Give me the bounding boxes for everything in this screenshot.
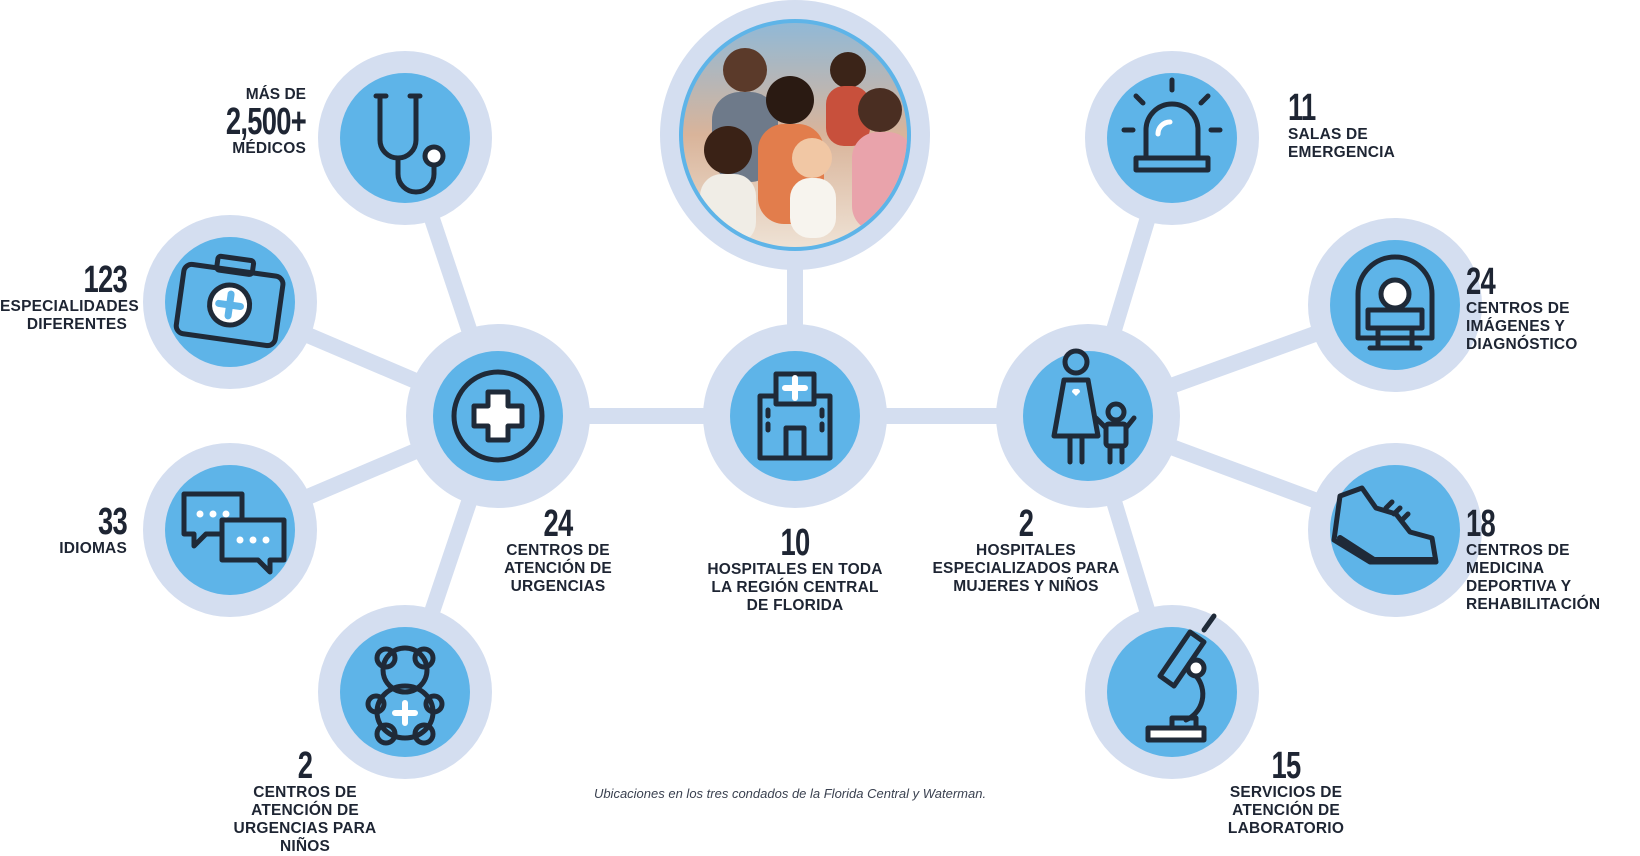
hospital-building-icon — [757, 371, 833, 461]
label-imagenes: 24 CENTROS DE IMÁGENES Y DIAGNÓSTICO — [1466, 261, 1616, 354]
footnote: Ubicaciones en los tres condados de la F… — [593, 786, 987, 801]
urgencias-ninos-text: CENTROS DE ATENCIÓN DE URGENCIAS PARA NI… — [233, 784, 377, 855]
label-laboratorio: 15 SERVICIOS DE ATENCIÓN DE LABORATORIO — [1206, 745, 1366, 838]
medicos-number: 2,500+ — [225, 101, 307, 143]
mujeres-ninos-text: HOSPITALES ESPECIALIZADOS PARA MUJERES Y… — [932, 542, 1120, 595]
label-urgencias-ninos: 2 CENTROS DE ATENCIÓN DE URGENCIAS PARA … — [230, 745, 380, 856]
mujeres-ninos-number: 2 — [1018, 503, 1034, 545]
imagenes-number: 24 — [1466, 261, 1496, 303]
label-hospitales: 10 HOSPITALES EN TODA LA REGIÓN CENTRAL … — [705, 522, 885, 615]
label-deportiva: 18 CENTROS DE MEDICINA DEPORTIVA Y REHAB… — [1466, 503, 1638, 614]
chat-bubbles-icon — [181, 491, 287, 575]
label-medicos: MÁS DE 2,500+ MÉDICOS — [140, 86, 307, 158]
stethoscope-icon — [373, 93, 446, 195]
medical-kit-icon — [173, 253, 286, 349]
siren-icon — [1121, 77, 1223, 173]
especialidades-text: ESPECIALIDADES DIFERENTES — [0, 298, 139, 333]
urgencias-ninos-number: 2 — [297, 745, 313, 787]
urgencias-number: 24 — [543, 503, 573, 545]
emergencia-number: 11 — [1288, 87, 1316, 129]
hospitales-number: 10 — [780, 522, 810, 564]
deportiva-number: 18 — [1466, 503, 1496, 545]
imagenes-text: CENTROS DE IMÁGENES Y DIAGNÓSTICO — [1466, 300, 1578, 353]
microscope-icon — [1145, 613, 1217, 743]
medical-cross-icon — [451, 369, 545, 463]
teddy-bear-icon — [365, 645, 445, 746]
deportiva-text: CENTROS DE MEDICINA DEPORTIVA Y REHABILI… — [1466, 542, 1601, 613]
laboratorio-number: 15 — [1271, 745, 1301, 787]
medicos-pre: MÁS DE — [245, 86, 306, 103]
idiomas-number: 33 — [97, 501, 128, 543]
idiomas-text: IDIOMAS — [59, 540, 127, 557]
label-idiomas: 33 IDIOMAS — [20, 501, 128, 558]
label-especialidades: 123 ESPECIALIDADES DIFERENTES — [0, 259, 139, 334]
label-urgencias: 24 CENTROS DE ATENCIÓN DE URGENCIAS — [478, 503, 638, 596]
mother-child-icon — [1051, 348, 1137, 465]
label-mujeres-ninos: 2 HOSPITALES ESPECIALIZADOS PARA MUJERES… — [928, 503, 1124, 596]
mri-scanner-icon — [1355, 254, 1435, 351]
label-emergencia: 11 SALAS DE EMERGENCIA — [1288, 87, 1418, 162]
medicos-text: MÉDICOS — [232, 140, 306, 157]
laboratorio-text: SERVICIOS DE ATENCIÓN DE LABORATORIO — [1227, 784, 1345, 837]
emergencia-text: SALAS DE EMERGENCIA — [1288, 126, 1396, 161]
sneaker-icon — [1331, 485, 1439, 565]
hospitales-text: HOSPITALES EN TODA LA REGIÓN CENTRAL DE … — [707, 561, 883, 614]
urgencias-text: CENTROS DE ATENCIÓN DE URGENCIAS — [504, 542, 612, 595]
especialidades-number: 123 — [83, 259, 128, 301]
